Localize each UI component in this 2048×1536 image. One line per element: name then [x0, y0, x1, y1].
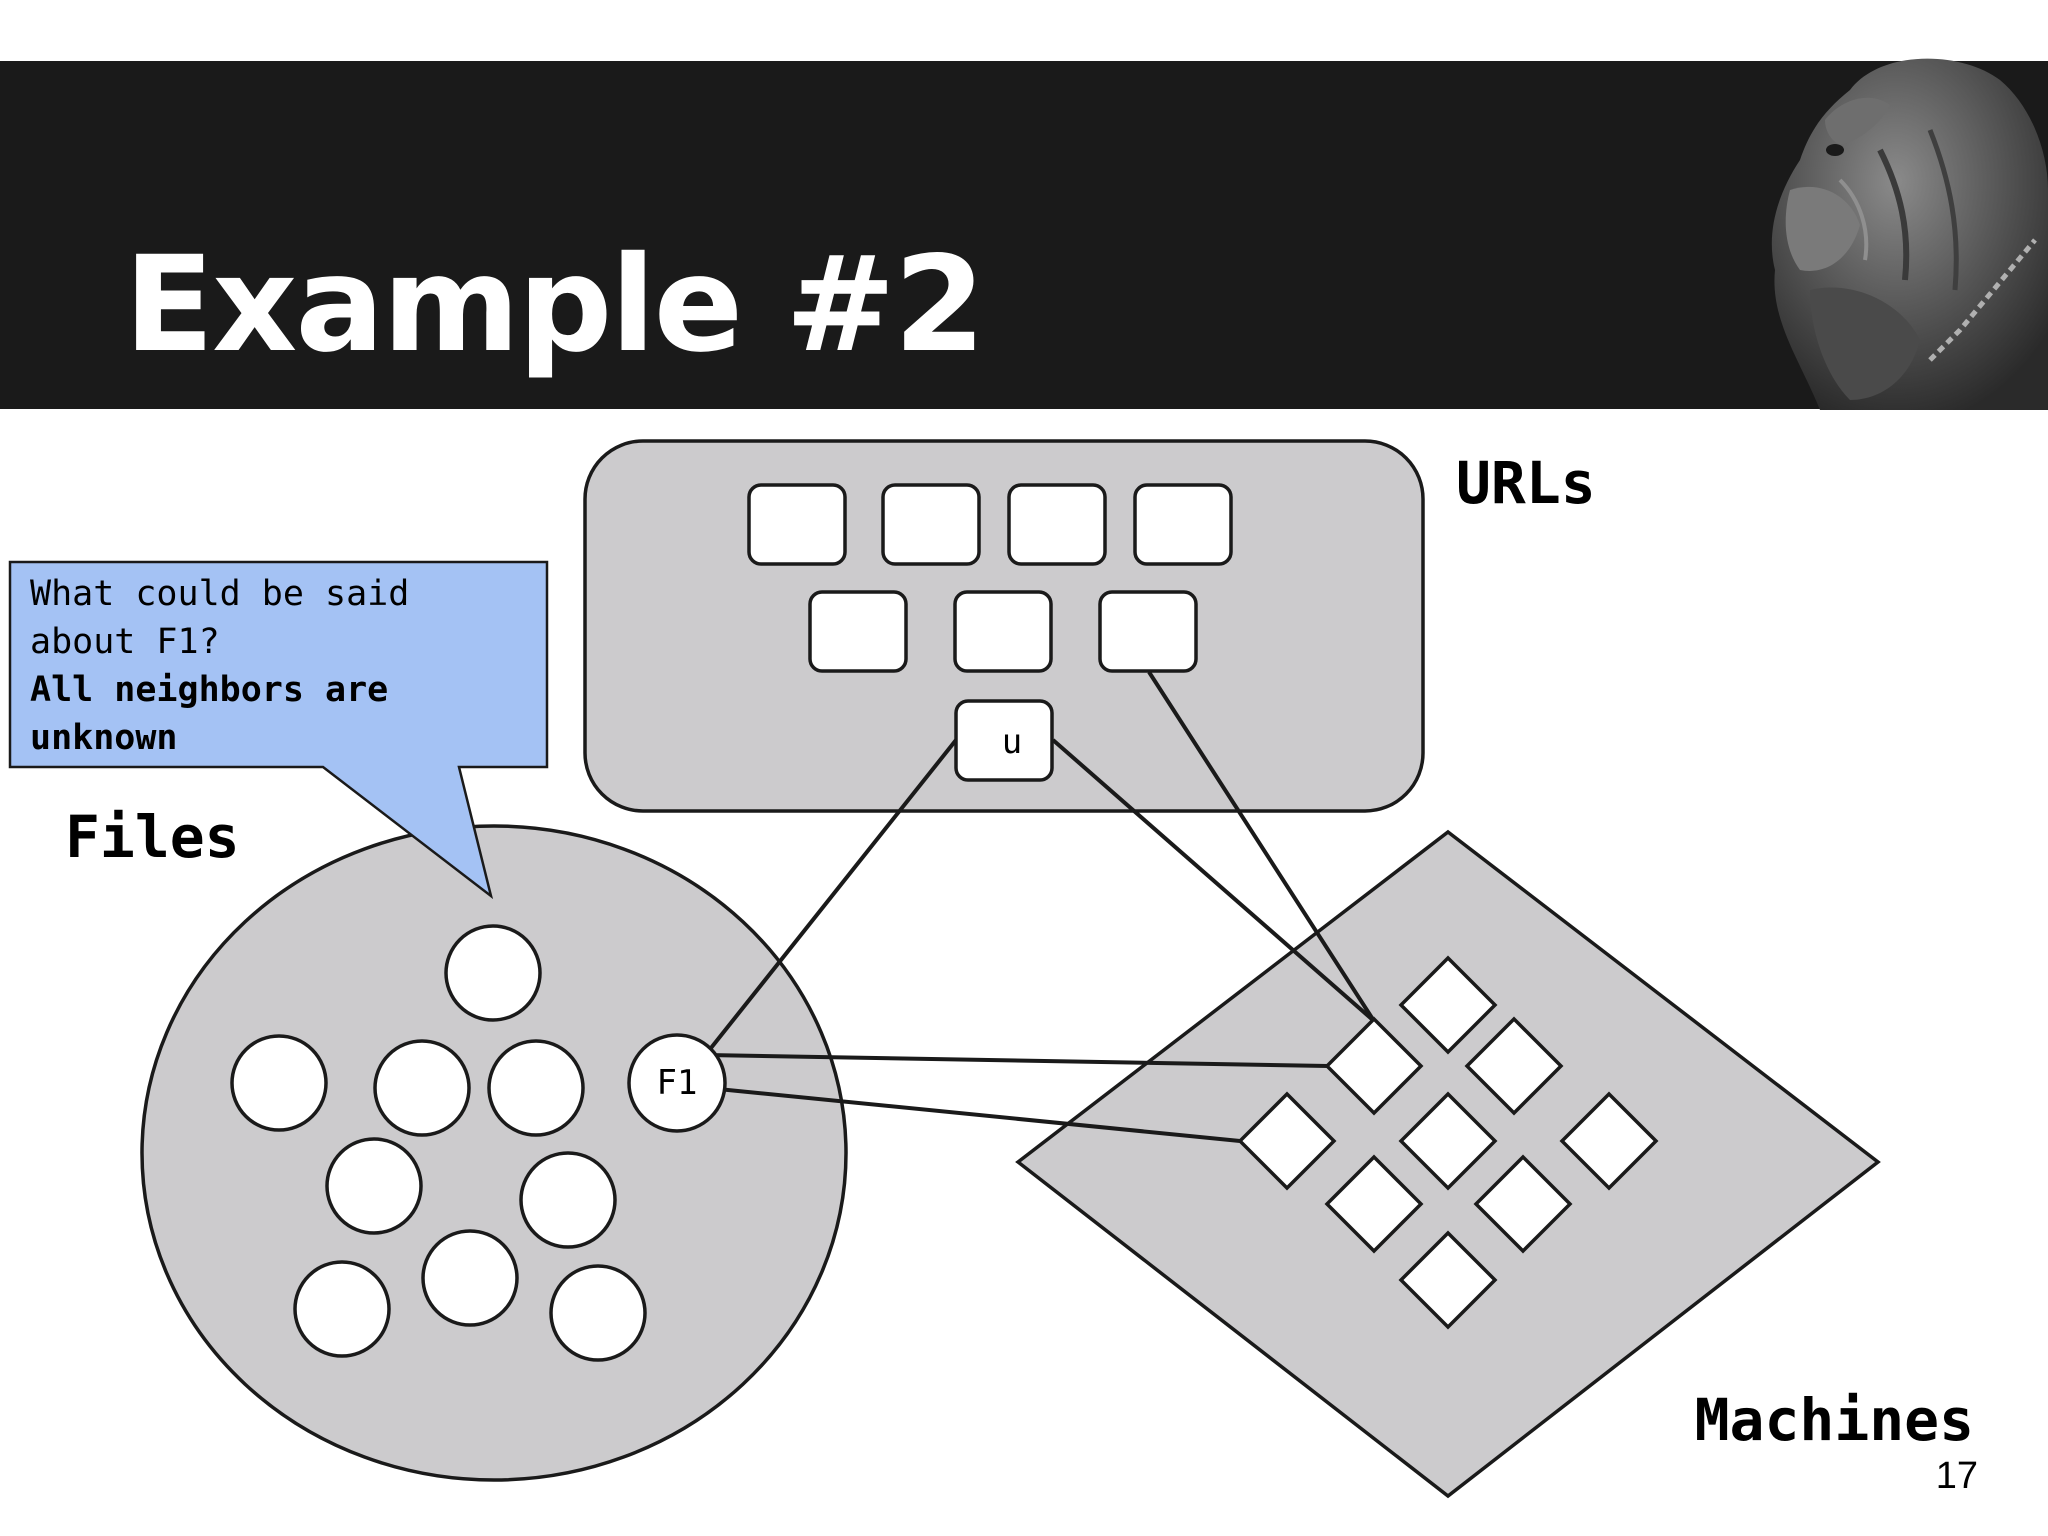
edge-f1-to-machine-b: [717, 1087, 1241, 1143]
file-node: [230, 1034, 328, 1132]
callout-text: What could be said about F1? All neighbo…: [30, 570, 550, 762]
file-node: [325, 1137, 423, 1235]
machine-node: [1324, 1016, 1424, 1116]
files-group-shape: [140, 824, 848, 1482]
page-number: 17: [1935, 1455, 1978, 1497]
edge-url-to-machine: [1147, 670, 1376, 1023]
url-node-u-label: u: [1002, 722, 1022, 762]
url-node: [808, 590, 908, 673]
edge-f1-to-machine-a: [706, 1053, 1329, 1068]
callout-box: [8, 560, 549, 900]
url-node: [1007, 483, 1107, 566]
urls-group-label: URLs: [1456, 449, 1596, 517]
header-bar: [0, 61, 2048, 409]
machine-node: [1398, 1230, 1498, 1330]
callout-question-line: What could be said: [30, 574, 410, 614]
file-node: [444, 924, 542, 1022]
machine-node: [1324, 1154, 1424, 1254]
file-node: [293, 1260, 391, 1358]
url-node: [1098, 590, 1198, 673]
callout-question-line: about F1?: [30, 622, 220, 662]
file-node: [549, 1264, 647, 1362]
url-node: [953, 590, 1053, 673]
machine-node: [1398, 955, 1498, 1055]
machine-node: [1237, 1091, 1337, 1191]
url-node: [881, 483, 981, 566]
file-node: [373, 1039, 471, 1137]
machines-group-label: Machines: [1695, 1386, 1974, 1454]
url-node-u: [954, 699, 1054, 782]
file-node-f1: [627, 1033, 727, 1133]
edge-u-to-f1: [705, 738, 958, 1055]
file-node: [519, 1151, 617, 1249]
dog-mascot-illustration: [1771, 58, 2048, 410]
file-node-f1-label: F1: [657, 1063, 698, 1103]
machine-node: [1559, 1091, 1659, 1191]
file-node: [487, 1039, 585, 1137]
url-node: [747, 483, 847, 566]
slide-title: Example #2: [124, 228, 986, 382]
edge-u-to-machine: [1051, 738, 1376, 1023]
callout-answer-line: unknown: [30, 718, 178, 758]
files-group-label: Files: [65, 803, 240, 871]
machine-node: [1473, 1154, 1573, 1254]
url-node: [1133, 483, 1233, 566]
machine-node: [1464, 1016, 1564, 1116]
file-node: [421, 1229, 519, 1327]
callout-answer: All neighbors are unknown: [30, 666, 550, 762]
machine-node: [1398, 1091, 1498, 1191]
callout-answer-line: All neighbors are: [30, 670, 389, 710]
